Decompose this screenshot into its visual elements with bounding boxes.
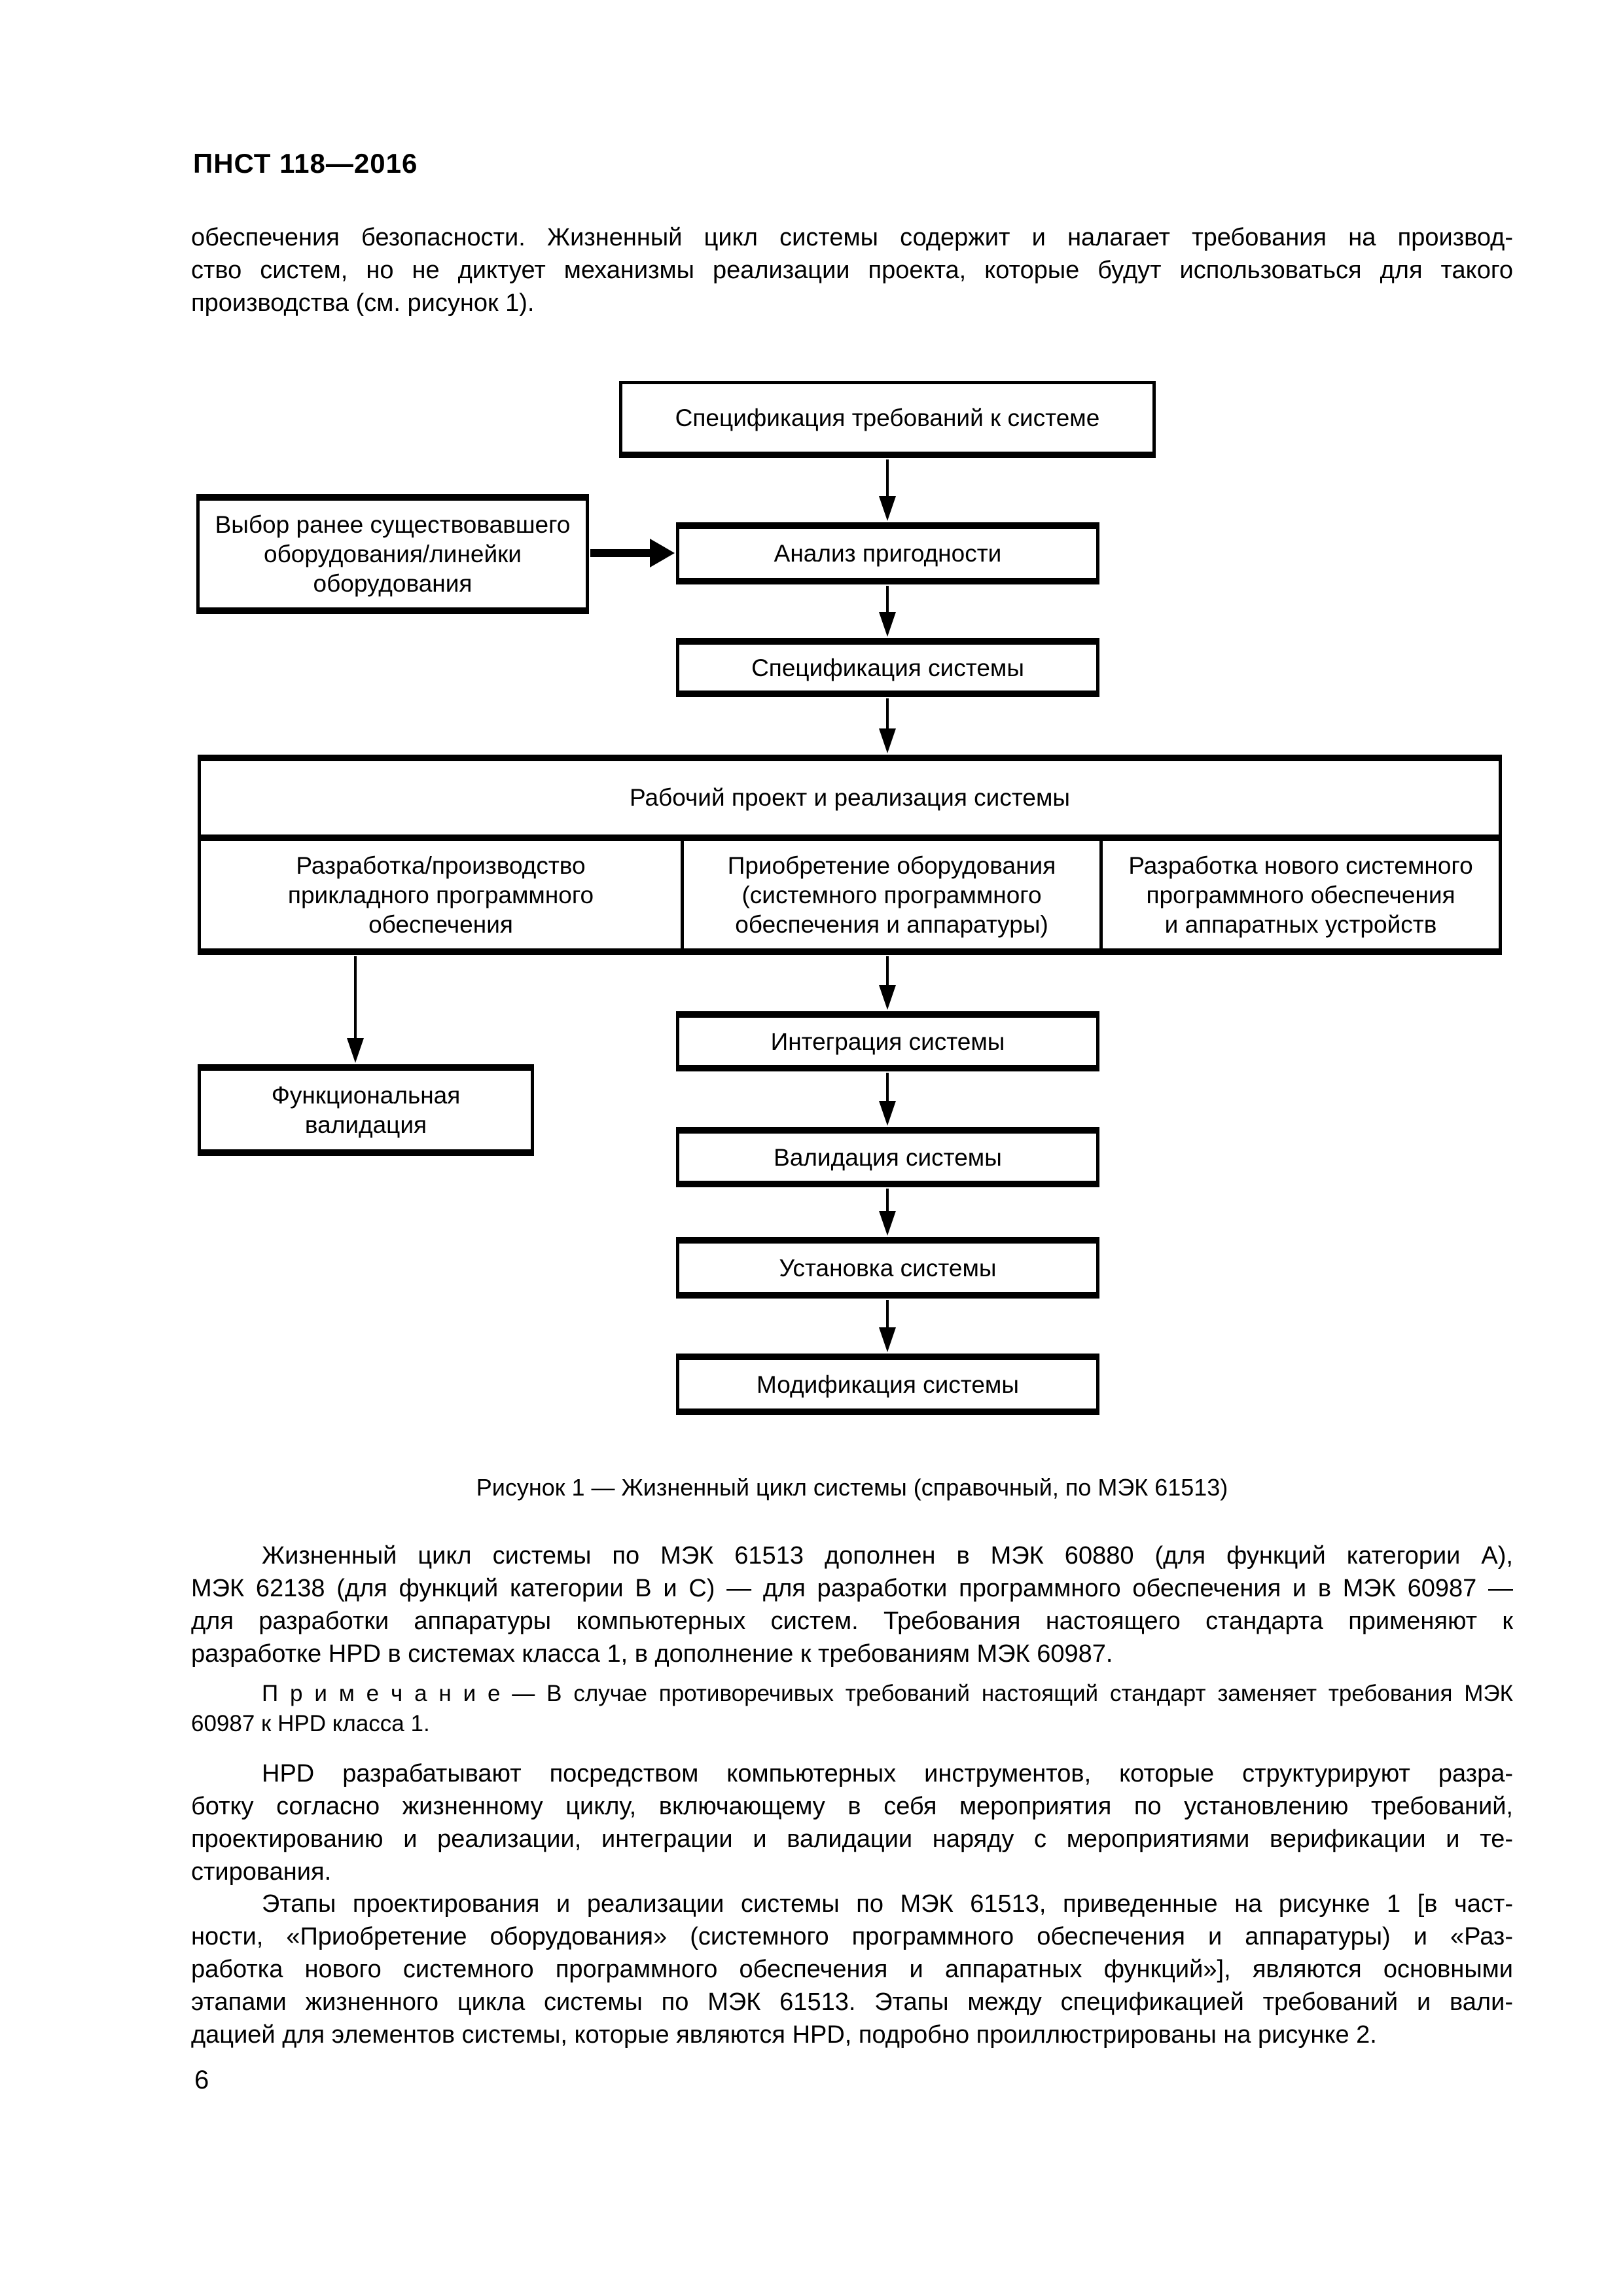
arrow-down-icon — [879, 1300, 896, 1352]
flowchart-box-functional-validation: Функциональная валидация — [198, 1064, 534, 1156]
flowchart-box-system-integration: Интеграция системы — [676, 1011, 1099, 1071]
flowchart-box-system-specification: Спецификация системы — [676, 638, 1099, 697]
arrow-head — [879, 496, 896, 521]
paragraph-note: П р и м е ч а н и е — В случае противоре… — [191, 1679, 1513, 1739]
paragraph-lifecycle: Жизненный цикл системы по МЭК 61513 допо… — [191, 1539, 1513, 1670]
arrow-head — [879, 985, 896, 1010]
arrow-down-icon — [347, 956, 364, 1063]
arrow-down-icon — [879, 459, 896, 521]
flowchart-work-project-row: Разработка/производство прикладного прог… — [201, 841, 1499, 948]
text-line: HPD разрабатывают посредством компьютерн… — [262, 1760, 1513, 1787]
arrow-shaft — [886, 1300, 889, 1329]
text-line: производства (см. рисунок 1). — [191, 289, 535, 317]
text-line: обеспечения безопасности. Жизненный цикл… — [191, 224, 1513, 251]
arrow-head — [879, 728, 896, 753]
arrow-head — [879, 1327, 896, 1352]
arrow-down-icon — [879, 1073, 896, 1126]
arrow-shaft — [354, 956, 357, 1039]
text-line: ство систем, но не диктует механизмы реа… — [191, 257, 1513, 284]
arrow-head — [347, 1038, 364, 1063]
text-line: 60987 к HPD класса 1. — [191, 1711, 430, 1736]
arrow-down-icon — [879, 956, 896, 1010]
flowchart-box-system-modification: Модификация системы — [676, 1354, 1099, 1415]
flowchart-box-spec-requirements: Спецификация требований к системе — [619, 381, 1156, 458]
flowchart-box-work-project: Рабочий проект и реализация системы Разр… — [198, 755, 1502, 955]
text-line: работка нового системного программного о… — [191, 1956, 1513, 1983]
figure-caption: Рисунок 1 — Жизненный цикл системы (спра… — [476, 1474, 1228, 1501]
text-line: разработке HPD в системах класса 1, в до… — [191, 1640, 1113, 1668]
arrow-shaft — [886, 698, 889, 730]
text-line: П р и м е ч а н и е — В случае противоре… — [262, 1681, 1513, 1706]
paragraph-hpd-tools: HPD разрабатывают посредством компьютерн… — [191, 1757, 1513, 1888]
arrow-head — [879, 1101, 896, 1126]
text-line: стирования. — [191, 1858, 332, 1886]
arrow-down-icon — [879, 698, 896, 753]
flowchart-box-suitability-analysis: Анализ пригодности — [676, 522, 1099, 584]
text-line: Этапы проектирования и реализации систем… — [262, 1890, 1513, 1918]
arrow-shaft — [886, 956, 889, 986]
flowchart-box-new-system-software: Разработка нового системного программног… — [1128, 852, 1473, 938]
arrow-shaft — [590, 549, 651, 557]
arrow-shaft — [886, 459, 889, 497]
arrow-down-icon — [879, 1189, 896, 1236]
flowchart-box-app-software-development: Разработка/производство прикладного прог… — [287, 852, 594, 938]
arrow-head — [879, 1211, 896, 1236]
page-number: 6 — [194, 2066, 209, 2094]
text-line: Жизненный цикл системы по МЭК 61513 допо… — [262, 1542, 1513, 1570]
flowchart-box-equipment-acquisition: Приобретение оборудования (системного пр… — [681, 841, 1103, 948]
arrow-shaft — [886, 1189, 889, 1212]
text-line: для разработки аппаратуры компьютерных с… — [191, 1607, 1513, 1635]
arrow-shaft — [886, 1073, 889, 1102]
arrow-down-icon — [879, 586, 896, 637]
flowchart-box-system-installation: Установка системы — [676, 1237, 1099, 1299]
paragraph-design-stages: Этапы проектирования и реализации систем… — [191, 1888, 1513, 2051]
text-line: МЭК 62138 (для функций категории В и С) … — [191, 1575, 1513, 1602]
text-line: этапами жизненного цикла системы по МЭК … — [191, 1988, 1513, 2016]
flowchart-box-choice-existing-equipment: Выбор ранее существовавшего оборудования… — [196, 494, 589, 614]
paragraph-intro: обеспечения безопасности. Жизненный цикл… — [191, 221, 1513, 319]
arrow-shaft — [886, 586, 889, 613]
text-line: ботку согласно жизненному циклу, включаю… — [191, 1793, 1513, 1820]
text-line: проектированию и реализации, интеграции … — [191, 1825, 1513, 1853]
text-line: ности, «Приобретение оборудования» (сист… — [191, 1923, 1513, 1950]
flowchart-work-project-title: Рабочий проект и реализация системы — [201, 761, 1499, 841]
flowchart-box-system-validation: Валидация системы — [676, 1127, 1099, 1187]
doc-code-header: ПНСТ 118—2016 — [193, 148, 418, 179]
arrow-head — [879, 612, 896, 637]
arrow-head — [650, 539, 675, 567]
arrow-right-icon — [590, 539, 675, 567]
text-line: дацией для элементов системы, которые яв… — [191, 2021, 1377, 2049]
